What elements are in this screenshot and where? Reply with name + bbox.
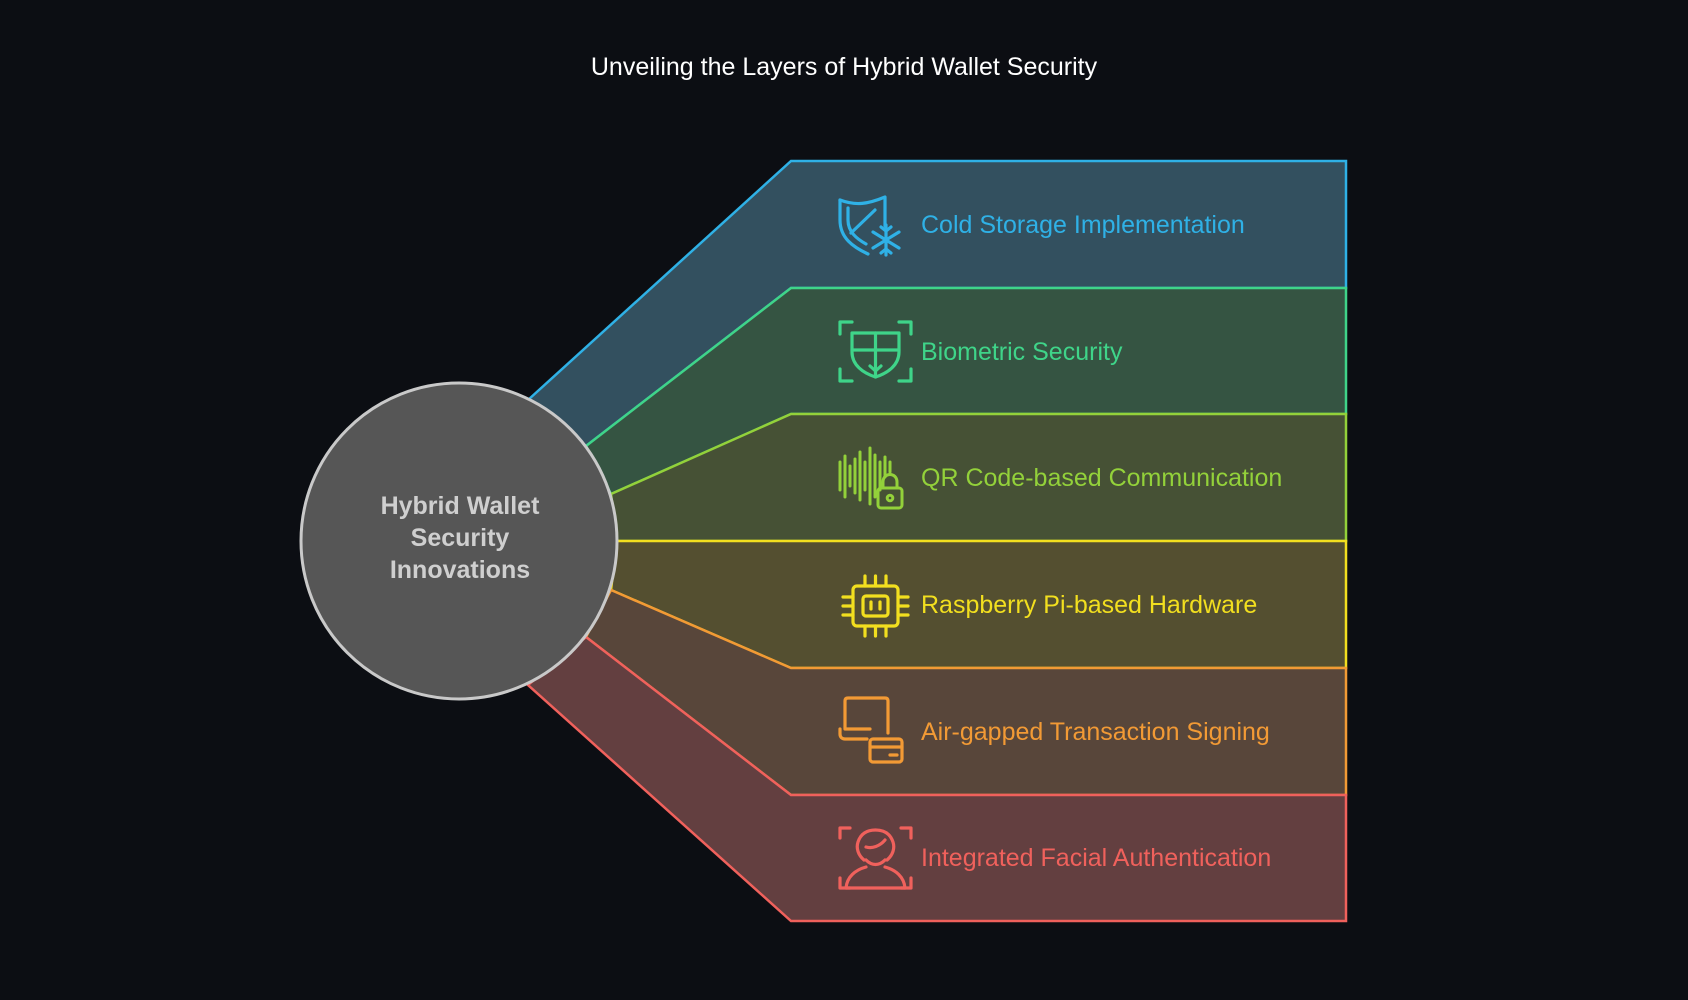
center-hub-circle (299, 381, 619, 701)
layer-label-cold-storage: Cold Storage Implementation (921, 211, 1245, 239)
face-scan-shield-icon (838, 320, 913, 383)
laptop-card-icon (838, 696, 904, 764)
diagram-title: Unveiling the Layers of Hybrid Wallet Se… (590, 53, 1098, 81)
face-id-person-icon (838, 826, 913, 890)
center-hub-label-line: Security (410, 524, 510, 552)
layer-label-raspberry-pi-hardware: Raspberry Pi-based Hardware (921, 591, 1258, 619)
layer-label-biometric-security: Biometric Security (921, 338, 1123, 366)
chip-icon (841, 574, 910, 638)
center-hub-label: Hybrid Wallet Security Innovations (310, 490, 610, 586)
layer-label-air-gapped-signing: Air-gapped Transaction Signing (921, 718, 1270, 746)
center-hub-label-line: Hybrid Wallet (380, 492, 540, 520)
layer-label-facial-authentication: Integrated Facial Authentication (921, 844, 1272, 872)
center-hub-label-line: Innovations (389, 556, 531, 584)
shield-snowflake-icon (838, 195, 901, 257)
layer-label-qr-communication: QR Code-based Communication (921, 464, 1283, 492)
soundwave-lock-icon (838, 446, 904, 510)
layer-band (526, 635, 1348, 923)
